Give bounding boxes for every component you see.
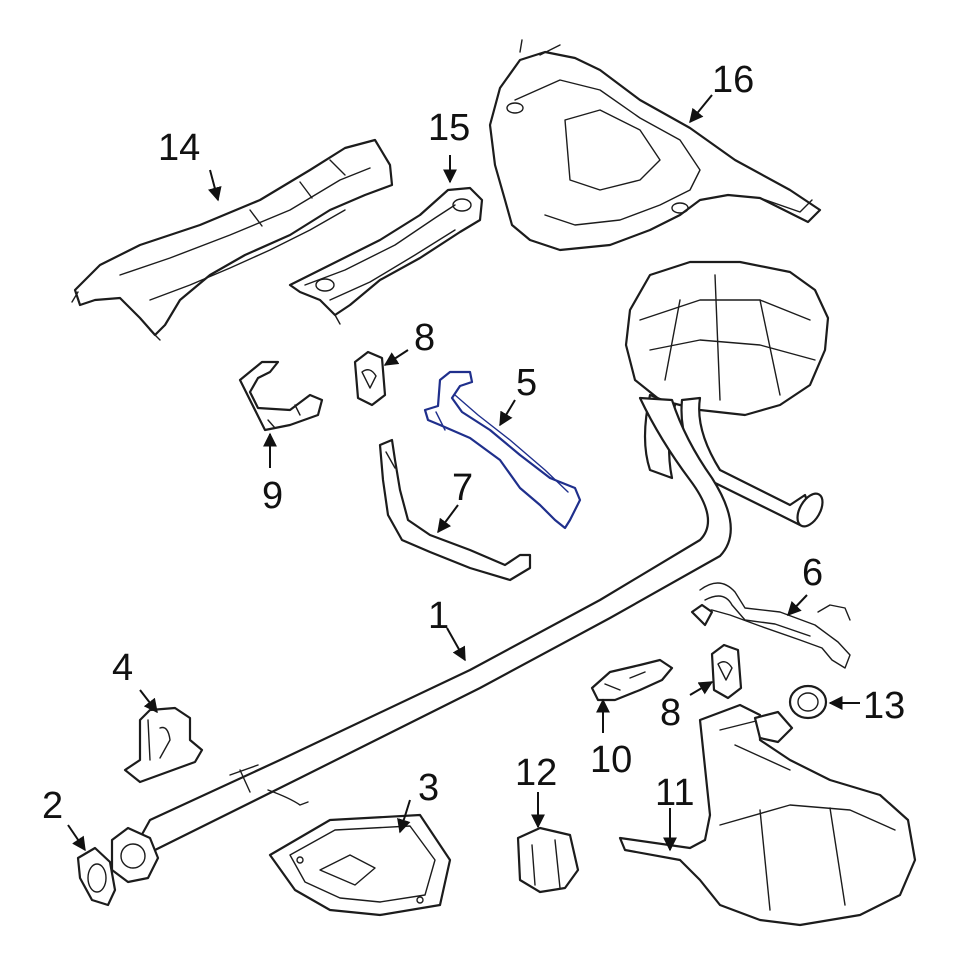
callout-labels: 14 15 16 8 5 9 7 6 1 4 8 13 10 3 12 11 2 <box>42 59 905 827</box>
callout-15: 15 <box>428 107 470 149</box>
callout-16: 16 <box>712 59 754 101</box>
callout-14: 14 <box>158 127 200 169</box>
callout-8-lower: 8 <box>660 692 681 734</box>
callout-11: 11 <box>655 772 694 814</box>
part-3-shield-plate[interactable] <box>268 813 452 917</box>
callout-5: 5 <box>516 362 537 404</box>
part-muffler-upper[interactable] <box>624 260 830 531</box>
part-14-front-heat-shield[interactable] <box>71 138 394 341</box>
part-13-bushing[interactable] <box>788 684 828 720</box>
callout-9: 9 <box>262 475 283 517</box>
part-5-bracket-highlighted[interactable] <box>423 370 582 530</box>
callout-2: 2 <box>42 785 63 827</box>
callout-8-upper: 8 <box>414 317 435 359</box>
part-8-insulator-upper[interactable] <box>353 350 387 407</box>
part-8-insulator-lower[interactable] <box>710 643 743 700</box>
callout-1: 1 <box>428 595 449 637</box>
part-12-clamp[interactable] <box>516 826 580 894</box>
part-2-gasket[interactable] <box>76 846 117 907</box>
part-16-rear-heat-shield[interactable] <box>488 39 822 252</box>
part-7-strap[interactable] <box>378 438 532 582</box>
callout-3: 3 <box>418 767 439 809</box>
callout-12: 12 <box>515 752 557 794</box>
callout-7: 7 <box>452 467 473 509</box>
part-1-exhaust-pipe[interactable] <box>110 396 732 884</box>
part-15-center-heat-shield[interactable] <box>288 186 484 325</box>
callout-6: 6 <box>802 552 823 594</box>
callout-4: 4 <box>112 647 133 689</box>
part-4-hanger-bracket[interactable] <box>123 706 204 784</box>
leader-lines <box>67 94 860 852</box>
callout-10: 10 <box>590 739 632 781</box>
part-9-sensor-bracket[interactable] <box>238 360 324 432</box>
part-6-sensor-harness[interactable] <box>690 582 851 669</box>
part-11-muffler[interactable] <box>618 703 917 927</box>
callout-13: 13 <box>863 685 905 727</box>
